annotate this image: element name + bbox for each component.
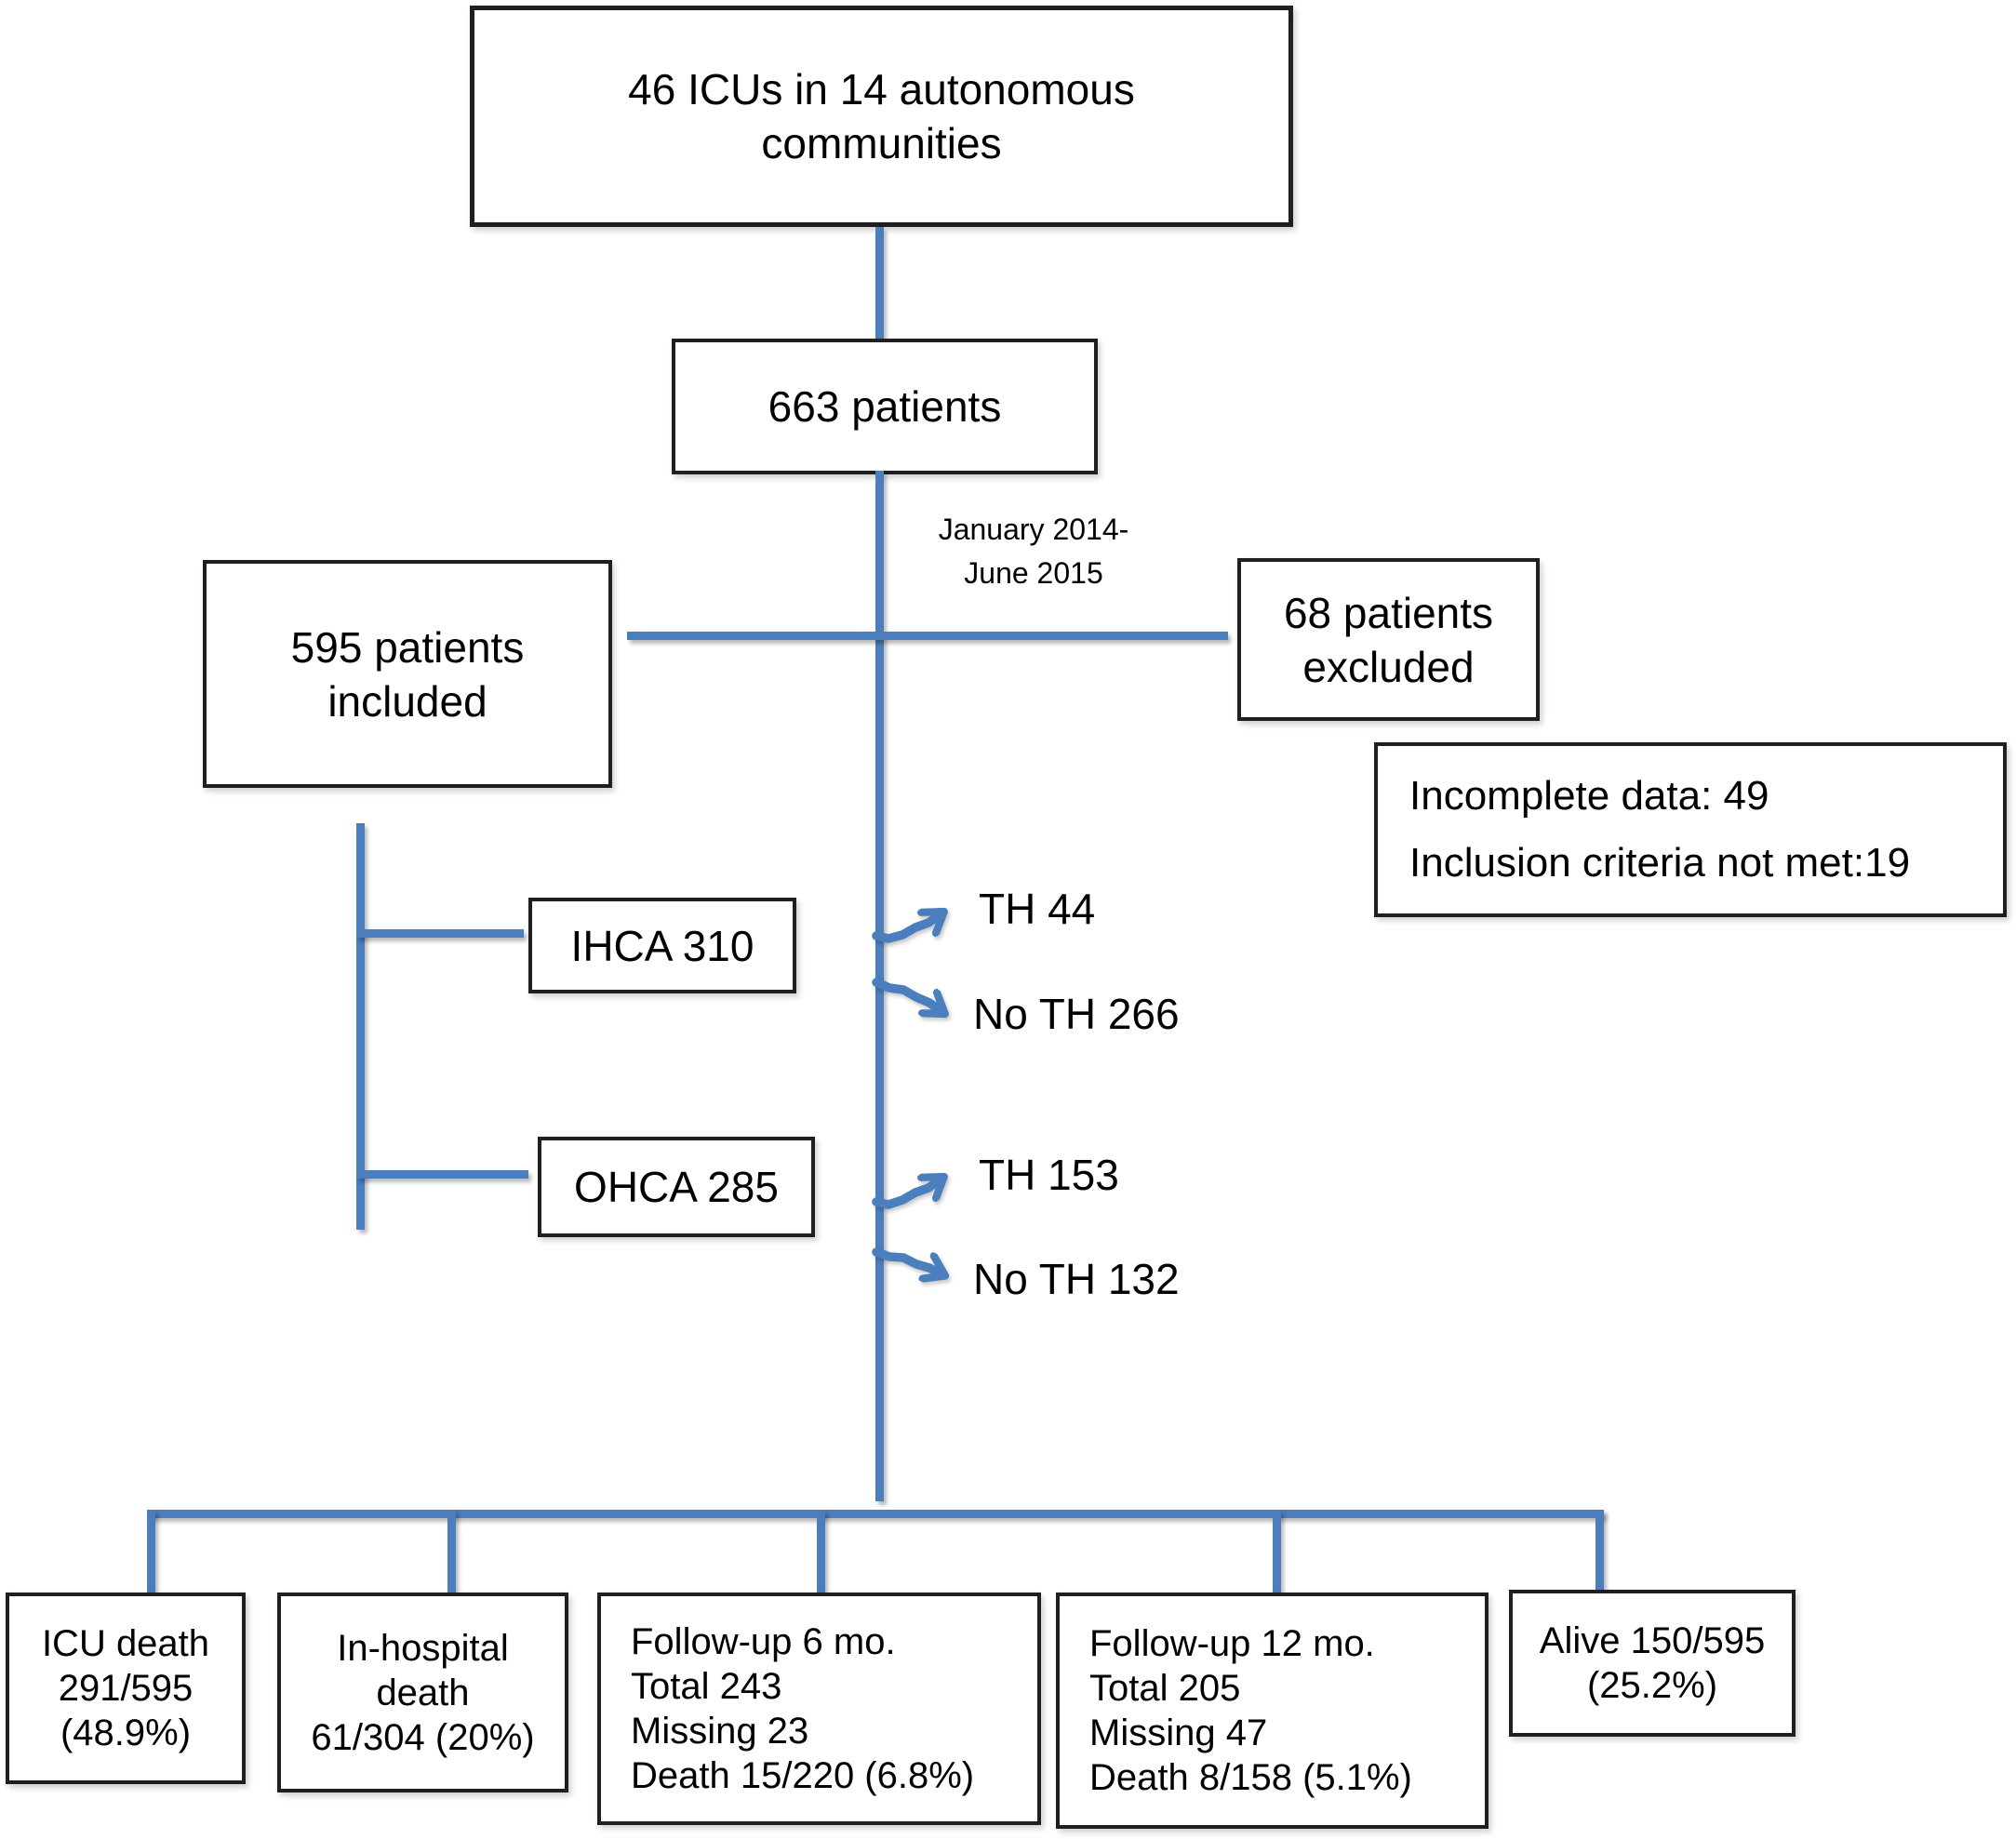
ihca-box-label: IHCA 310 (570, 921, 754, 970)
patients-box-label: 663 patients (768, 382, 1002, 431)
followup12-line2: Total 205 (1089, 1668, 1241, 1709)
study-period-line2: June 2015 (964, 556, 1103, 590)
followup12-line3: Missing 47 (1089, 1712, 1268, 1753)
followup6-line2: Total 243 (631, 1666, 782, 1707)
icus-box-line1: 46 ICUs in 14 autonomous (628, 65, 1135, 113)
alive-box: Alive 150/595 (25.2%) (1509, 1590, 1796, 1737)
ihca-connector (356, 929, 524, 938)
in-hospital-death-box: In-hospital death 61/304 (20%) (277, 1592, 568, 1792)
excluded-box-line1: 68 patients (1283, 588, 1494, 637)
connector-top (875, 227, 884, 342)
icus-box: 46 ICUs in 14 autonomous communities (470, 6, 1293, 227)
ohca-connector (356, 1170, 528, 1179)
main-spine-line (875, 471, 884, 1501)
followup-6mo-box: Follow-up 6 mo. Total 243 Missing 23 Dea… (597, 1592, 1041, 1825)
included-box-line1: 595 patients (290, 622, 525, 672)
followup12-line4: Death 8/158 (5.1%) (1089, 1757, 1412, 1798)
exclusion-reason-1: Incomplete data: 49 (1409, 773, 1769, 819)
icus-box-line2: communities (761, 119, 1002, 167)
followup6-line1: Follow-up 6 mo. (631, 1621, 896, 1662)
exclusion-reason-2: Inclusion criteria not met:19 (1409, 840, 1911, 886)
in-hospital-line3: 61/304 (20%) (311, 1716, 535, 1758)
in-hospital-line1: In-hospital (337, 1627, 509, 1669)
study-period-line1: January 2014- (938, 513, 1129, 546)
ohca-no-th-label: No TH 132 (973, 1255, 1180, 1303)
ihca-th-arrow (872, 913, 941, 943)
included-box-line2: included (327, 676, 487, 726)
icu-death-line2: 291/595 (58, 1668, 194, 1709)
ihca-no-th-label: No TH 266 (973, 990, 1180, 1038)
patients-box: 663 patients (672, 339, 1098, 474)
ihca-no-th-arrow (872, 978, 942, 1012)
ihca-box: IHCA 310 (528, 898, 796, 993)
excluded-box-line2: excluded (1302, 642, 1475, 691)
exclusion-reasons-box: Incomplete data: 49 Inclusion criteria n… (1374, 742, 2007, 917)
ihca-th-label: TH 44 (979, 885, 1096, 933)
ohca-box-label: OHCA 285 (574, 1163, 779, 1211)
alive-line2: (25.2%) (1586, 1665, 1718, 1706)
ohca-th-arrow (872, 1179, 941, 1209)
icu-death-box: ICU death 291/595 (48.9%) (6, 1592, 246, 1784)
outcome-drop-5 (1595, 1510, 1604, 1590)
icu-death-line1: ICU death (41, 1623, 210, 1664)
arrest-type-branch-line (356, 823, 365, 1230)
outcome-drop-4 (1273, 1510, 1281, 1592)
exclusion-connector (627, 632, 1228, 640)
alive-line1: Alive 150/595 (1539, 1620, 1766, 1661)
outcome-drop-3 (817, 1510, 825, 1592)
ohca-th-label: TH 153 (979, 1151, 1119, 1199)
icu-death-line3: (48.9%) (60, 1712, 192, 1753)
included-box: 595 patients included (203, 560, 612, 788)
outcome-drop-2 (447, 1510, 456, 1592)
in-hospital-line2: death (376, 1672, 470, 1713)
study-period-label: January 2014- June 2015 (917, 508, 1150, 595)
excluded-box: 68 patients excluded (1237, 558, 1540, 721)
followup6-line4: Death 15/220 (6.8%) (631, 1755, 975, 1796)
followup12-line1: Follow-up 12 mo. (1089, 1623, 1375, 1664)
ohca-box: OHCA 285 (538, 1137, 815, 1237)
ohca-no-th-arrow (872, 1247, 942, 1274)
outcomes-connector (147, 1510, 1604, 1518)
followup-12mo-box: Follow-up 12 mo. Total 205 Missing 47 De… (1056, 1592, 1489, 1829)
outcome-drop-1 (147, 1510, 155, 1592)
followup6-line3: Missing 23 (631, 1711, 809, 1752)
